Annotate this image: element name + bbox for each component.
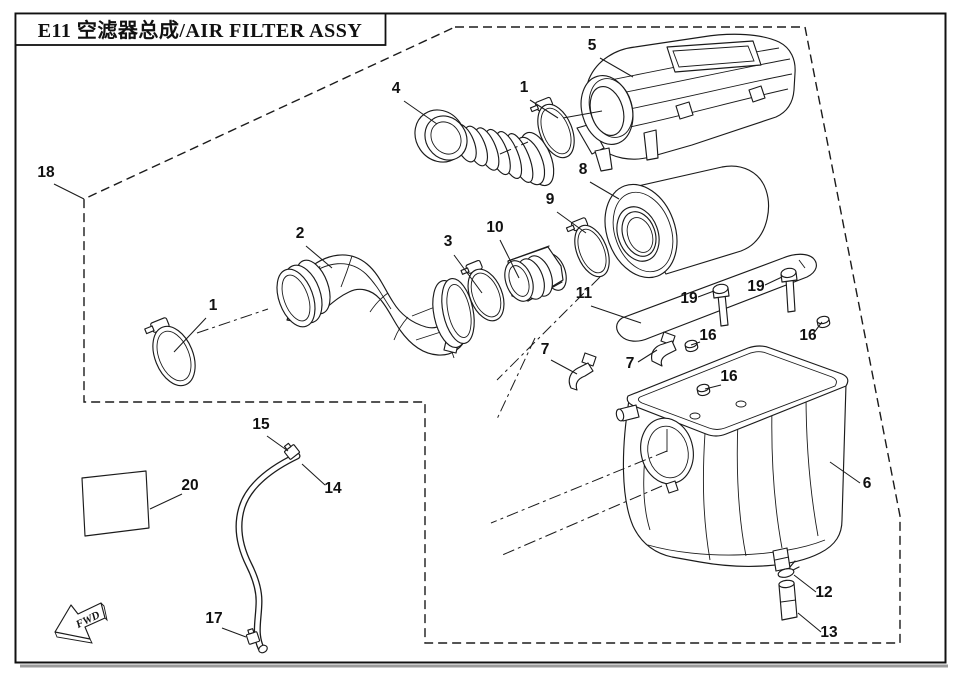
callout-13: 13 xyxy=(820,624,838,641)
part-breather-hose xyxy=(235,442,301,654)
part-clamp-lower xyxy=(144,317,196,387)
part-gasket xyxy=(616,253,817,342)
callout-11: 11 xyxy=(576,285,593,302)
part-nut-b xyxy=(816,315,831,329)
page-title: E11 空滤器总成/AIR FILTER ASSY xyxy=(38,18,363,42)
part-intake-hose xyxy=(276,254,475,359)
callout-15: 15 xyxy=(252,416,270,433)
part-screw-a xyxy=(712,283,730,327)
part-clamp-17 xyxy=(245,628,261,645)
part-airbox-housing xyxy=(615,345,849,572)
part-intake-snorkel xyxy=(414,109,555,187)
callout-9: 9 xyxy=(546,191,555,208)
part-connecting-duct xyxy=(504,245,567,302)
part-screw-b xyxy=(780,267,798,313)
callout-16-b: 16 xyxy=(799,327,817,344)
callout-19-a: 19 xyxy=(680,290,698,307)
callout-19-b: 19 xyxy=(747,278,765,295)
page-frame xyxy=(14,12,948,668)
callout-1-b: 1 xyxy=(520,79,529,96)
part-air-filter-cover xyxy=(576,33,796,172)
callout-17: 17 xyxy=(205,610,222,627)
callout-5: 5 xyxy=(588,37,597,54)
callout-16-c: 16 xyxy=(720,368,738,385)
callout-6: 6 xyxy=(863,475,872,492)
callout-20: 20 xyxy=(181,477,198,494)
callout-1-a: 1 xyxy=(209,297,218,314)
callout-4: 4 xyxy=(392,80,401,97)
part-bracket-a xyxy=(568,352,597,391)
part-clamp-filter xyxy=(565,217,610,278)
callout-7-a: 7 xyxy=(541,341,550,358)
callout-3: 3 xyxy=(444,233,453,250)
part-filter-element xyxy=(604,165,770,279)
assembly-boundary xyxy=(83,26,901,644)
callout-18: 18 xyxy=(37,164,55,181)
callout-16-a: 16 xyxy=(699,327,717,344)
center-lines xyxy=(196,110,668,557)
leader-lines xyxy=(53,57,861,638)
callout-labels: 18 1 2 4 1 5 8 9 10 3 11 19 19 16 16 16 … xyxy=(37,37,871,641)
callout-8: 8 xyxy=(579,161,588,178)
fwd-arrow: FWD xyxy=(54,602,108,644)
callout-2: 2 xyxy=(296,225,305,242)
callout-10: 10 xyxy=(486,219,503,236)
callout-14: 14 xyxy=(324,480,342,497)
part-drain-clip xyxy=(777,560,800,578)
part-nut-a xyxy=(684,339,699,353)
part-clamp-15 xyxy=(283,442,300,460)
title-block: E11 空滤器总成/AIR FILTER ASSY xyxy=(14,12,387,46)
callout-12: 12 xyxy=(815,584,832,601)
callout-7-b: 7 xyxy=(626,355,635,372)
part-drain-tube xyxy=(778,579,798,621)
part-bracket-b xyxy=(650,331,677,367)
part-sticker xyxy=(81,470,150,537)
